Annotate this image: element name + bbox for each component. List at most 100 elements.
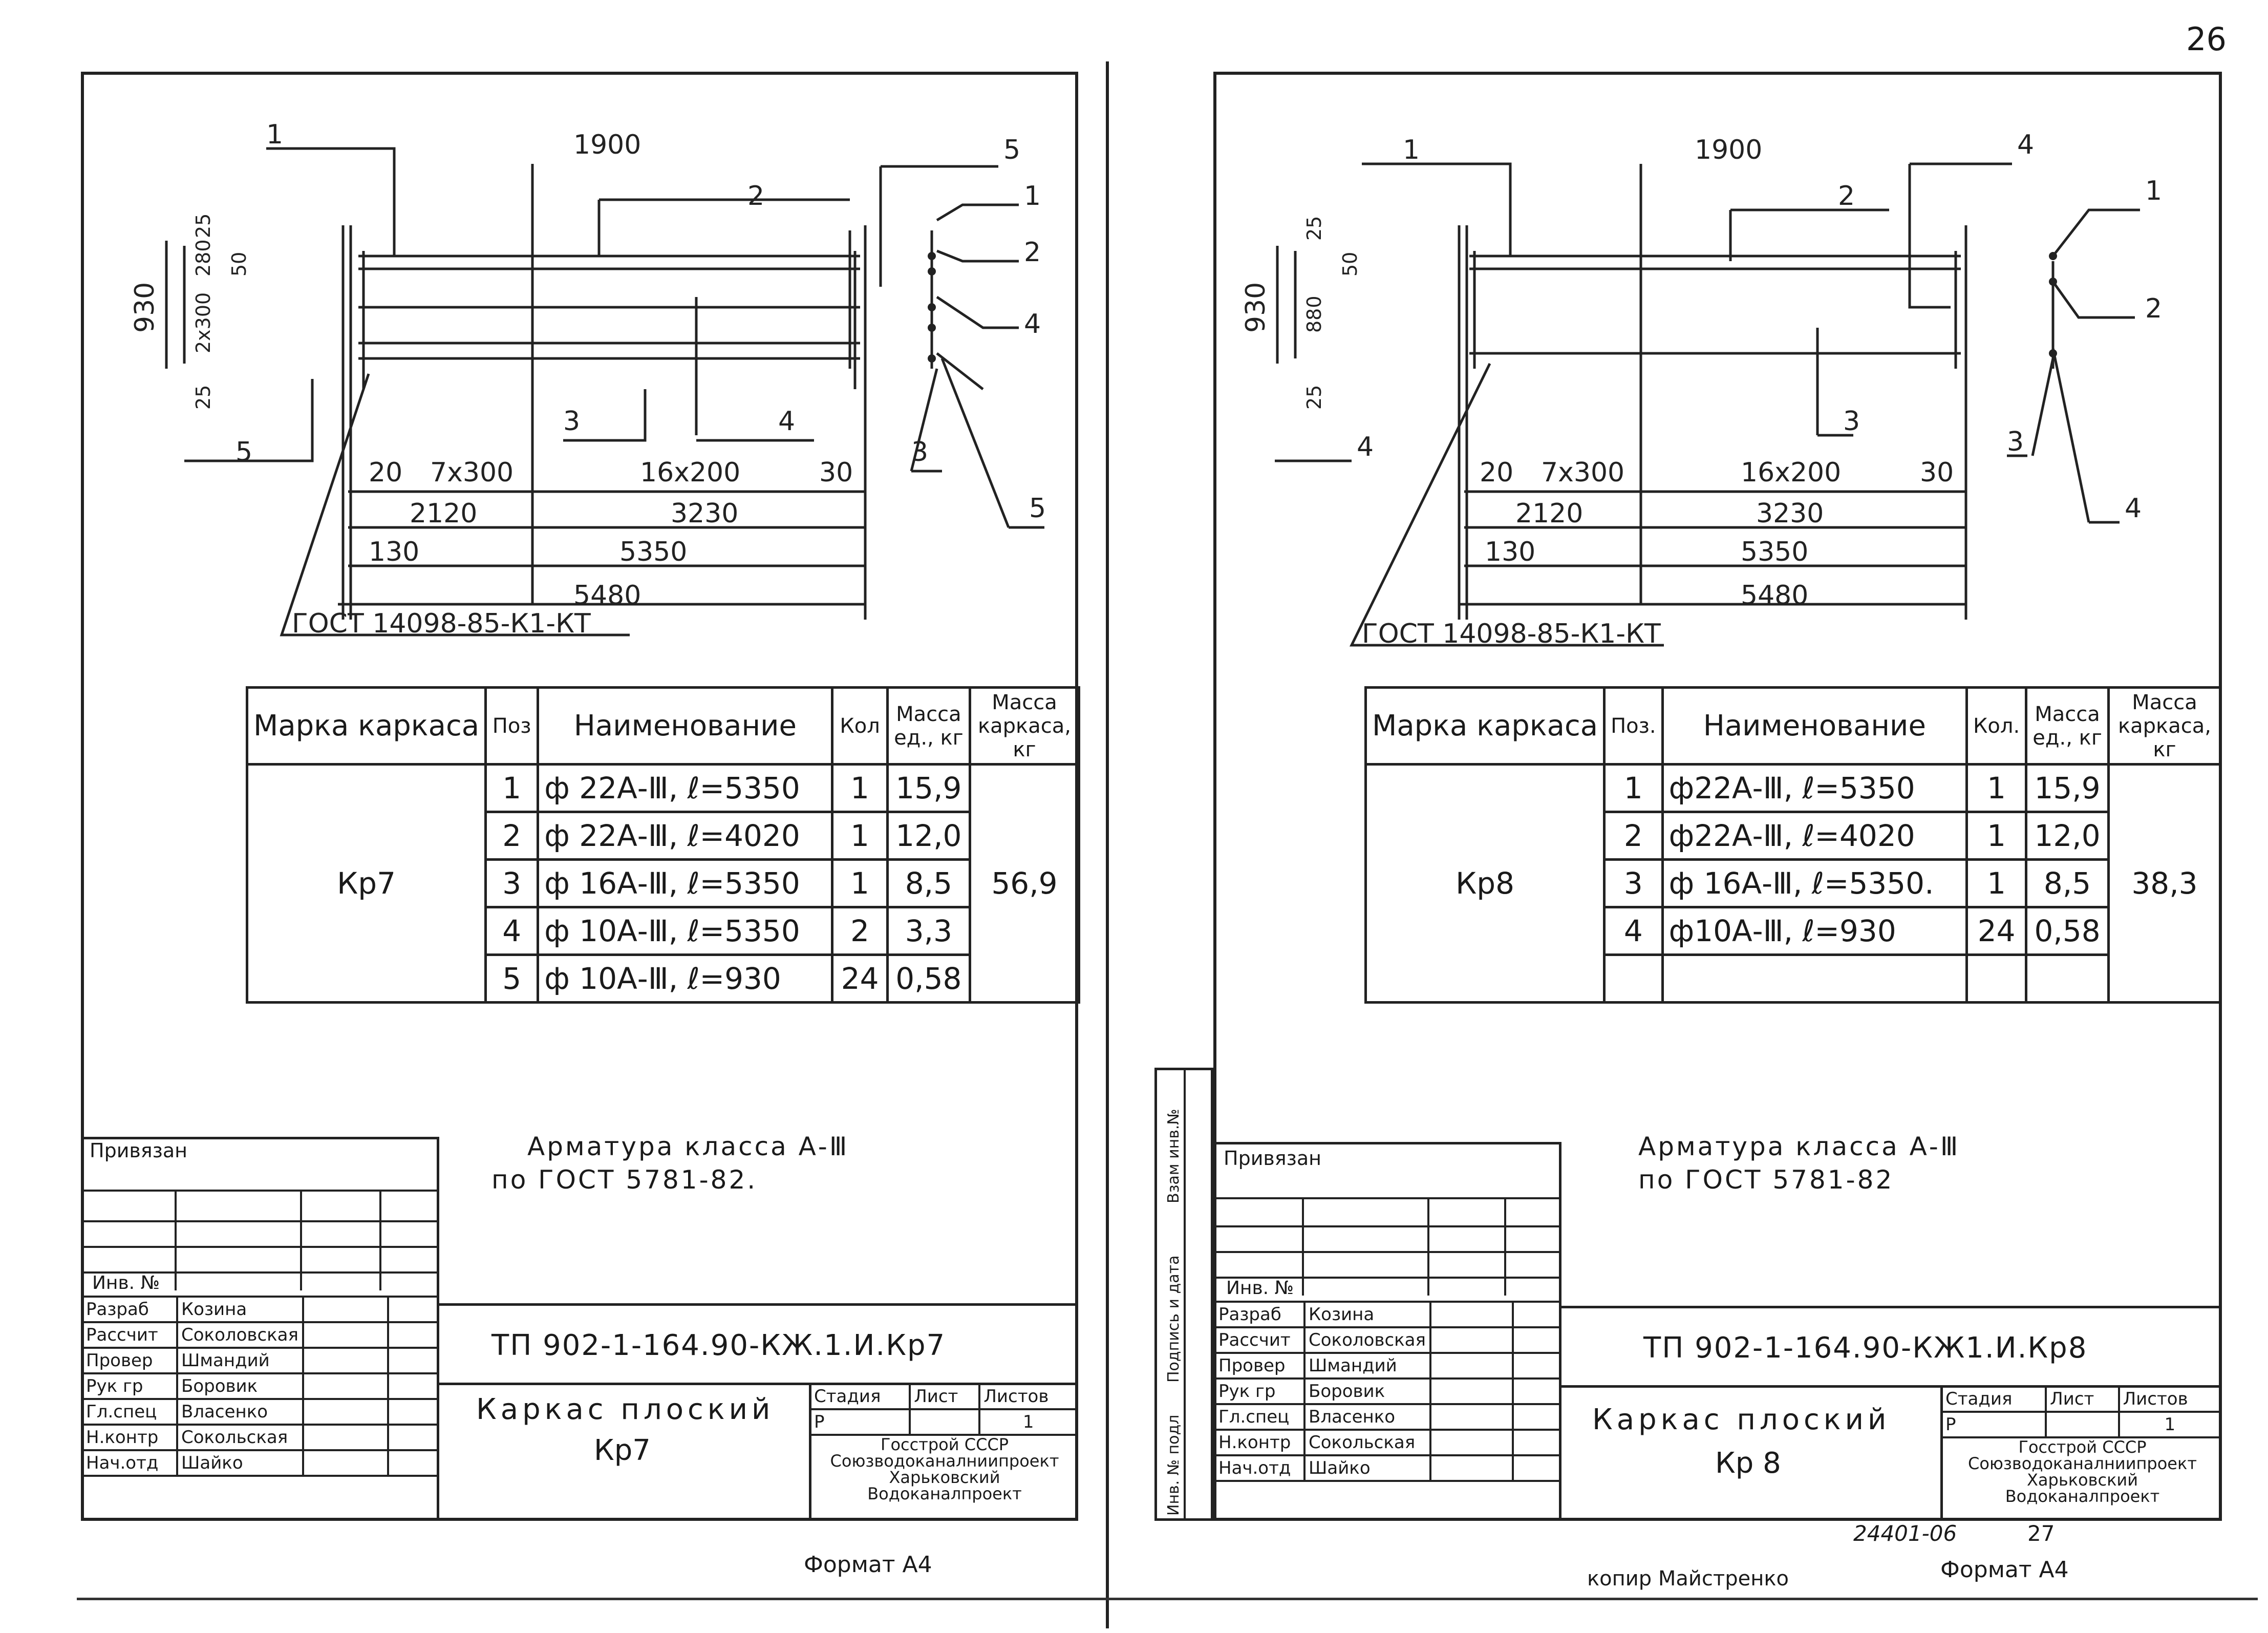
signer-role: Гл.спец: [1213, 1403, 1306, 1431]
signer-name: Сокольская: [176, 1424, 304, 1451]
col-header: Масса каркаса, кг: [2107, 686, 2222, 766]
leader-label: 4: [1357, 432, 1374, 462]
cell-pos: 5: [484, 953, 540, 1004]
signature: [302, 1424, 389, 1451]
dim-label: 30: [819, 457, 853, 488]
stage-value: 1: [978, 1408, 1078, 1436]
cell-qty: 1: [1965, 811, 2028, 861]
signer-role: Нач.отд: [81, 1449, 178, 1477]
dim-label: 880: [1303, 295, 1325, 333]
signature: [1429, 1352, 1514, 1380]
cell-pos: 1: [1603, 763, 1664, 813]
leader-label: 1: [266, 119, 283, 150]
signer-role: Рассчит: [1213, 1326, 1306, 1354]
signer-role: Гл.спец: [81, 1398, 178, 1426]
leader-label: 2: [747, 181, 764, 211]
stage-header: Стадия: [1940, 1385, 2047, 1413]
dim-label: 2120: [410, 498, 477, 529]
dim-label: 16x200: [640, 457, 740, 488]
org-line: Харьковский: [889, 1468, 1000, 1487]
cell-name: ф22А-Ⅲ, ℓ=5350: [1661, 763, 1969, 813]
dim-label: 16x200: [1741, 457, 1841, 488]
org-line: Союзводоканалниипроект: [830, 1451, 1059, 1471]
cell-pos: 3: [1603, 858, 1664, 908]
cell-qty: 24: [831, 953, 889, 1004]
signature: [302, 1372, 389, 1400]
signature: [1429, 1301, 1514, 1328]
signer-name: Шайко: [1303, 1454, 1431, 1482]
org-line: Госстрой СССР: [880, 1435, 1009, 1454]
leader-label: 2: [1024, 237, 1041, 268]
org-line: Союзводоканалниипроект: [1968, 1454, 2197, 1473]
signer-role: Н.контр: [1213, 1429, 1306, 1456]
signature: [302, 1398, 389, 1426]
page-number: 26: [2186, 20, 2227, 58]
drawing-code: ТП 902-1-164.90-КЖ.1.И.Кр7: [491, 1329, 946, 1362]
signer-role: Провер: [81, 1347, 178, 1374]
signer-role: Рук гр: [81, 1372, 178, 1400]
signature: [1429, 1403, 1514, 1431]
inv-no-label: Инв. №: [1226, 1278, 1294, 1299]
cell-mass: 3,3: [886, 906, 971, 956]
stage-value: 1: [2117, 1411, 2222, 1438]
code-block: [439, 1303, 1078, 1521]
cell-name: ф 16А-Ⅲ, ℓ=5350.: [1661, 858, 1969, 908]
cell-name: ф10А-Ⅲ, ℓ=930: [1661, 906, 1969, 956]
privyazan-label: Привязан: [1224, 1147, 1321, 1170]
dim-label: 2120: [1515, 498, 1583, 529]
dim-label: 2x300: [192, 292, 215, 353]
title-separator: [439, 1383, 1078, 1385]
signature: [1429, 1326, 1514, 1354]
sheet-divider: [1106, 61, 1109, 1628]
signer-role: Н.контр: [81, 1424, 178, 1451]
leader-label: 5: [236, 437, 252, 468]
leader-label: 3: [1843, 406, 1860, 437]
cell-qty: [1965, 953, 2028, 1004]
stage-value: Р: [1940, 1411, 2047, 1438]
signer-name: Власенко: [176, 1398, 304, 1426]
org-line: Госстрой СССР: [2018, 1437, 2147, 1457]
leader-label: 1900: [573, 130, 641, 160]
signer-name: Козина: [176, 1296, 304, 1323]
signature: [302, 1321, 389, 1349]
signer-role: Провер: [1213, 1352, 1306, 1380]
cell-pos: 4: [484, 906, 540, 956]
cell-name: ф 10А-Ⅲ, ℓ=930: [537, 953, 834, 1004]
cell-mass: 8,5: [886, 858, 971, 908]
stage-header: Стадия: [808, 1383, 911, 1410]
dim-label: 130: [1485, 537, 1535, 567]
col-header: Масса каркаса, кг: [968, 686, 1081, 766]
signer-name: Сокольская: [1303, 1429, 1431, 1456]
signer-name: Боровик: [1303, 1377, 1431, 1405]
cell-name: [1661, 953, 1969, 1004]
cell-pos: 2: [484, 811, 540, 861]
dim-label: 5350: [1741, 537, 1808, 567]
gost-label: ГОСТ 14098-85-К1-КТ: [292, 608, 591, 639]
code-block: [1561, 1306, 2222, 1308]
cell-qty: 2: [831, 906, 889, 956]
signer-role: Разраб: [1213, 1301, 1306, 1328]
side-label: Взам инв.№: [1165, 1109, 1183, 1203]
dim-label: 3230: [1756, 498, 1824, 529]
leader-label: 1: [1403, 135, 1420, 165]
stage-value: [909, 1408, 981, 1436]
cell-qty: 1: [831, 858, 889, 908]
left-frame-drawing: 1 1900 2 5 1 2 4 3 4 5 3 5 930 25 280 50…: [130, 119, 1046, 639]
signer-name: Шмандий: [176, 1347, 304, 1374]
side-strip-divider: [1184, 1068, 1186, 1521]
cell-mass: 15,9: [2025, 763, 2110, 813]
cell-qty: 1: [831, 763, 889, 813]
archive-number: 24401-06: [1853, 1521, 1957, 1546]
leader-label: 1: [2145, 176, 2162, 206]
stage-value: [2045, 1411, 2120, 1438]
leader-label: 2: [2145, 293, 2162, 324]
col-header: Марка каркаса: [1364, 686, 1606, 766]
signer-role: Рук гр: [1213, 1377, 1306, 1405]
cell-pos: 3: [484, 858, 540, 908]
signer-name: Власенко: [1303, 1403, 1431, 1431]
cell-qty: 1: [1965, 763, 2028, 813]
